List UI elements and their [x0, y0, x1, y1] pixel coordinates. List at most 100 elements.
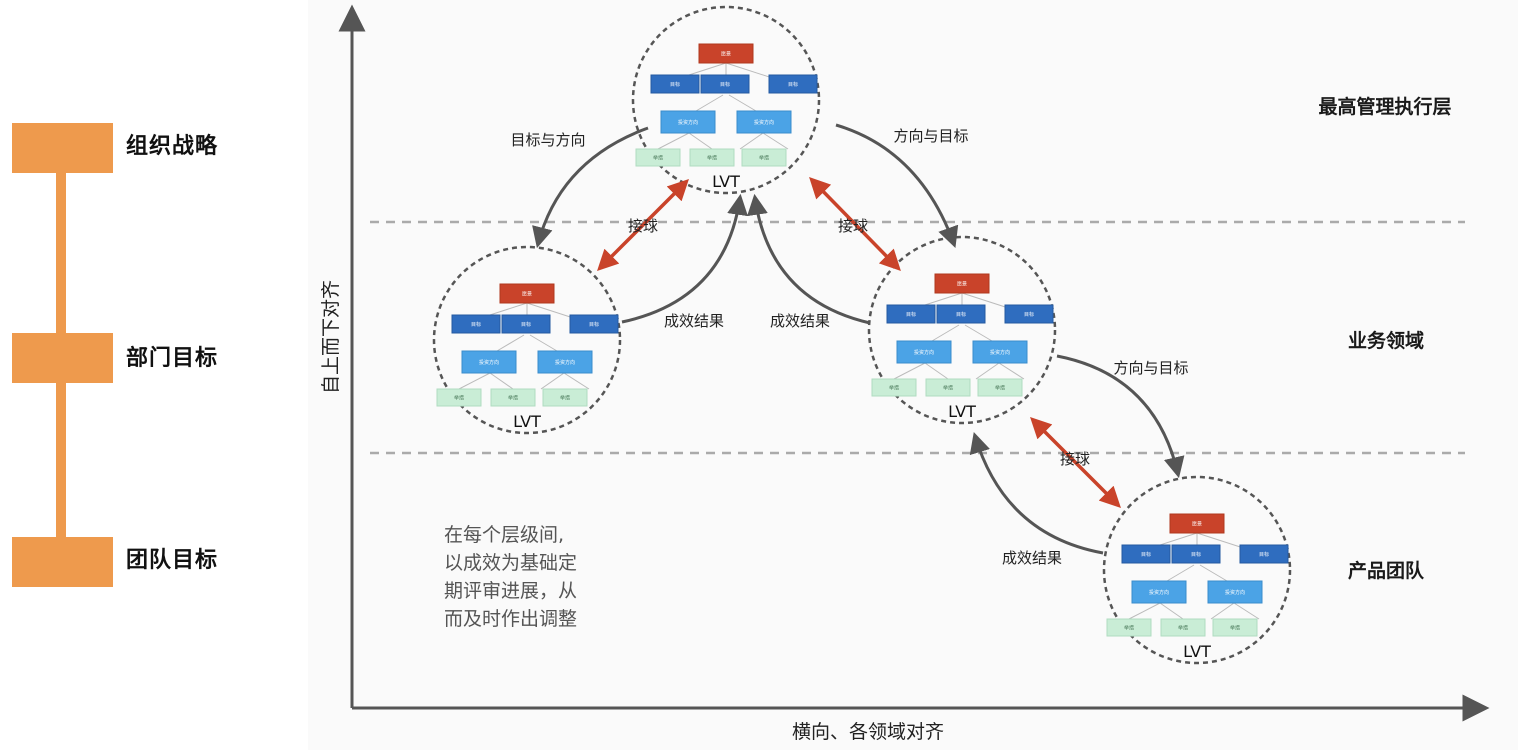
tree-connector [1233, 602, 1260, 620]
level-block-org-strategy [12, 123, 113, 173]
goal-node-3 [1239, 544, 1289, 564]
direction-node-1-label: 投资方向 [479, 359, 499, 366]
goal-node-2 [501, 314, 551, 334]
note-line-1: 在每个层级间, [444, 524, 564, 546]
goal-node-1 [650, 74, 700, 94]
direction-node-2-label: 投资方向 [1225, 589, 1245, 596]
tree-connector [998, 362, 1025, 380]
bet-node-2-label: 举措 [707, 155, 717, 162]
lvt-label: LVT [948, 402, 976, 421]
tree-connector [1210, 602, 1235, 620]
goal-node-1 [886, 304, 936, 324]
flow-label-result-1: 成效结果 [664, 312, 724, 330]
bet-node-2 [490, 388, 536, 407]
tree-connector [657, 132, 690, 150]
catch-arrow-left-top [597, 179, 689, 271]
flow-arrow-bottom-to-middle [969, 431, 1104, 555]
bet-node-3-label: 举措 [560, 395, 570, 402]
tree-connector [496, 334, 525, 352]
diagram-panel [308, 0, 1518, 750]
tree-connector [1199, 564, 1228, 582]
note-line-4: 而及时作出调整 [444, 608, 577, 630]
flow-label-direction-goal-2: 方向与目标 [1113, 359, 1188, 377]
flow-arrow-middle-to-top [747, 193, 871, 325]
direction-node-2 [1207, 580, 1263, 604]
direction-node-1-label: 投资方向 [1149, 589, 1169, 596]
goal-node-1-label: 目标 [1141, 551, 1151, 558]
tree-connector [924, 362, 949, 380]
bet-node-3 [741, 148, 787, 167]
catch-label-3: 接球 [1060, 450, 1090, 468]
bet-node-3 [1212, 618, 1258, 637]
lvt-circle-middle: 愿景目标目标目标投资方向投资方向举措举措举措LVT [867, 235, 1057, 425]
flow-label-result-2: 成效结果 [770, 312, 830, 330]
goal-node-3-label: 目标 [788, 81, 798, 88]
goal-node-2-label: 目标 [1191, 551, 1201, 558]
bet-node-1 [871, 378, 917, 397]
goal-node-3 [1004, 304, 1054, 324]
goal-node-1-label: 目标 [906, 311, 916, 318]
goal-node-1-label: 目标 [471, 321, 481, 328]
catch-label-1: 接球 [628, 217, 658, 235]
goal-node-2-label: 目标 [956, 311, 966, 318]
direction-node-2 [537, 350, 593, 374]
lvt-label: LVT [513, 412, 541, 431]
vision-node [499, 283, 555, 304]
level-block-team-goals [12, 537, 113, 587]
lvt-circle-top: 愿景目标目标目标投资方向投资方向举措举措举措LVT [631, 5, 821, 195]
goal-node-1-label: 目标 [670, 81, 680, 88]
bet-node-1-label: 举措 [1124, 625, 1134, 632]
goal-node-1 [1121, 544, 1171, 564]
goal-node-2 [700, 74, 750, 94]
direction-node-1 [896, 340, 952, 364]
vision-node [698, 43, 754, 64]
goal-node-2 [1171, 544, 1221, 564]
goal-node-1 [451, 314, 501, 334]
flow-arrow-top-to-left [532, 126, 649, 249]
layer-label-business: 业务领域 [1348, 329, 1424, 352]
tree-connector [964, 324, 993, 342]
direction-node-1 [461, 350, 517, 374]
direction-node-2 [736, 110, 792, 134]
flow-label-goal-direction: 目标与方向 [510, 131, 585, 149]
tree-connector [893, 362, 926, 380]
lvt-circle-bottom: 愿景目标目标目标投资方向投资方向举措举措举措LVT [1102, 475, 1292, 665]
bet-node-2 [925, 378, 971, 397]
catch-arrow-top-middle [809, 176, 901, 272]
vision-node [934, 273, 990, 294]
bet-node-2-label: 举措 [1178, 625, 1188, 632]
direction-node-1 [660, 110, 716, 134]
tree-connector [563, 372, 590, 390]
goal-node-3-label: 目标 [1259, 551, 1269, 558]
level-label-dept-goals: 部门目标 [126, 346, 219, 371]
lvt-circle-outline [1102, 475, 1292, 665]
flow-arrow-middle-to-bottom [1056, 354, 1185, 479]
tree-connector [489, 372, 514, 390]
direction-node-2-label: 投资方向 [555, 359, 575, 366]
tree-connector [975, 362, 1000, 380]
flow-label-result-3: 成效结果 [1002, 549, 1062, 567]
bet-node-3 [977, 378, 1023, 397]
tree-connector [458, 372, 491, 390]
goal-node-3-label: 目标 [589, 321, 599, 328]
goal-node-2-label: 目标 [720, 81, 730, 88]
bet-node-2 [1160, 618, 1206, 637]
bet-node-1-label: 举措 [653, 155, 663, 162]
lvt-circle-outline [432, 245, 622, 435]
layer-label-top-exec: 最高管理执行层 [1318, 95, 1451, 118]
direction-node-2-label: 投资方向 [754, 119, 774, 126]
bet-node-3-label: 举措 [1230, 625, 1240, 632]
tree-connector [688, 132, 713, 150]
bet-node-1 [436, 388, 482, 407]
goal-node-2 [936, 304, 986, 324]
direction-node-1-label: 投资方向 [914, 349, 934, 356]
lvt-label: LVT [712, 172, 740, 191]
level-block-dept-goals [12, 333, 113, 383]
flow-label-direction-goal-1: 方向与目标 [893, 127, 968, 145]
lvt-circle-outline [631, 5, 821, 195]
note-line-3: 期评审进展，从 [444, 580, 577, 602]
note-line-2: 以成效为基础定 [444, 552, 577, 574]
bet-node-3-label: 举措 [759, 155, 769, 162]
layer-label-product: 产品团队 [1348, 559, 1425, 582]
lvt-circle-left: 愿景目标目标目标投资方向投资方向举措举措举措LVT [432, 245, 622, 435]
